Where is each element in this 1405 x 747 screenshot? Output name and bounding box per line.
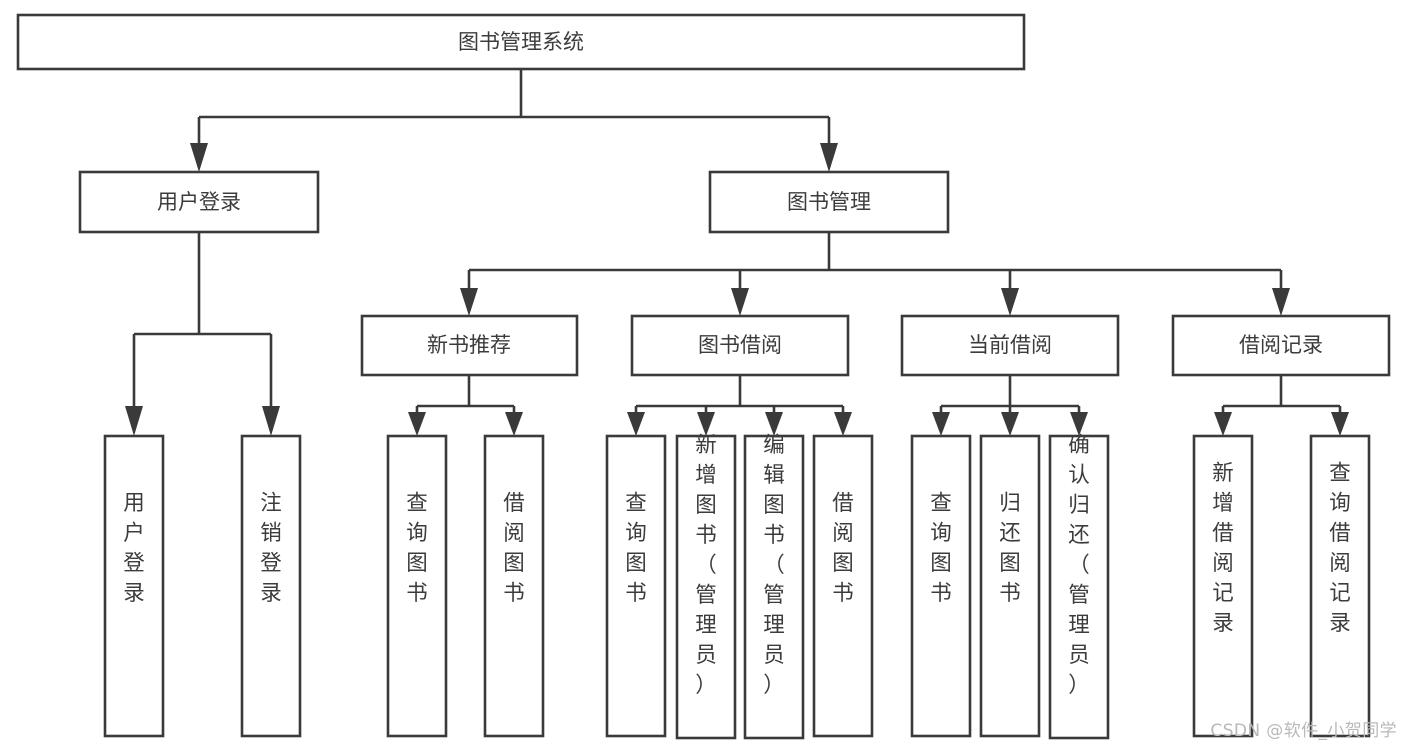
leaf-borrow-book-2[interactable]: 借阅图书: [812, 434, 874, 738]
leaf-borrow-book-1-box[interactable]: [483, 434, 545, 738]
leaf-add-book-box[interactable]: [675, 434, 737, 740]
arrow-leaf-borrow-book-1: [505, 412, 523, 436]
arrow-to-current: [1001, 288, 1019, 316]
leaf-add-book-label: 新增图书（管理员）: [695, 433, 717, 698]
leaf-query-book-2-label: 查询图书: [625, 491, 647, 606]
arrow-leaf-return-book: [1001, 412, 1019, 436]
leaf-confirm-return-label: 确认归还（管理员）: [1068, 433, 1090, 698]
node-borrow-record-label: 借阅记录: [1239, 333, 1323, 357]
node-book-borrow-box[interactable]: [630, 314, 850, 377]
node-root-label: 图书管理系统: [458, 30, 584, 54]
node-borrow-record[interactable]: 借阅记录: [1171, 314, 1391, 377]
arrow-leaf-user-login: [125, 406, 143, 436]
leaf-query-record[interactable]: 查询借阅记录: [1309, 434, 1371, 738]
arrow-to-user-login: [190, 143, 208, 172]
leaf-add-book[interactable]: 新增图书（管理员）: [675, 433, 737, 740]
leaf-query-book-3[interactable]: 查询图书: [910, 434, 972, 738]
arrow-leaf-borrow-book-2: [834, 412, 852, 436]
leaf-user-login[interactable]: 用户登录: [103, 434, 165, 738]
arrow-leaf-query-book-1: [408, 412, 426, 436]
leaf-user-login-box[interactable]: [103, 434, 165, 738]
node-new-book-recommend[interactable]: 新书推荐: [360, 314, 579, 377]
leaf-confirm-return-box[interactable]: [1048, 434, 1110, 740]
node-new-book-recommend-box[interactable]: [360, 314, 579, 377]
node-book-manage-label: 图书管理: [787, 190, 871, 214]
node-root[interactable]: 图书管理系统: [16, 13, 1026, 71]
leaf-query-book-1[interactable]: 查询图书: [386, 434, 448, 738]
node-book-borrow-label: 图书借阅: [698, 333, 782, 357]
leaf-confirm-return[interactable]: 确认归还（管理员）: [1048, 433, 1110, 740]
arrow-to-borrow: [731, 288, 749, 316]
leaf-add-record[interactable]: 新增借阅记录: [1192, 434, 1254, 738]
leaf-query-book-3-box[interactable]: [910, 434, 972, 738]
leaf-borrow-book-1[interactable]: 借阅图书: [483, 434, 545, 738]
arrow-to-record: [1272, 288, 1290, 316]
leaf-query-book-1-box[interactable]: [386, 434, 448, 738]
leaf-return-book-box[interactable]: [979, 434, 1041, 738]
node-user-login-box[interactable]: [78, 170, 320, 234]
leaf-logout-login-label: 注销登录: [260, 491, 282, 606]
arrow-leaf-query-book-2: [627, 412, 645, 436]
arrow-leaf-confirm-return: [1070, 412, 1088, 436]
node-borrow-record-box[interactable]: [1171, 314, 1391, 377]
leaf-query-book-2-box[interactable]: [605, 434, 667, 738]
leaf-borrow-book-2-label: 借阅图书: [832, 491, 854, 606]
leaf-logout-login-box[interactable]: [240, 434, 302, 738]
node-root-box[interactable]: [16, 13, 1026, 71]
node-current-borrow[interactable]: 当前借阅: [900, 314, 1120, 377]
node-user-login-label: 用户登录: [157, 190, 241, 214]
node-book-borrow[interactable]: 图书借阅: [630, 314, 850, 377]
leaf-edit-book-box[interactable]: [743, 434, 805, 740]
arrow-to-book-manage: [820, 143, 838, 172]
leaf-edit-book[interactable]: 编辑图书（管理员）: [743, 433, 805, 740]
leaf-borrow-book-1-label: 借阅图书: [503, 491, 525, 606]
leaf-return-book[interactable]: 归还图书: [979, 434, 1041, 738]
node-current-borrow-label: 当前借阅: [968, 333, 1052, 357]
leaf-query-book-1-label: 查询图书: [406, 491, 428, 606]
arrow-leaf-edit-book: [765, 412, 783, 436]
leaf-logout-login[interactable]: 注销登录: [240, 434, 302, 738]
leaf-user-login-label: 用户登录: [123, 491, 145, 606]
node-book-manage[interactable]: 图书管理: [708, 170, 950, 234]
leaf-return-book-label: 归还图书: [999, 491, 1021, 606]
arrow-leaf-add-book: [697, 412, 715, 436]
leaf-query-book-3-label: 查询图书: [930, 491, 952, 606]
edge-layer: [125, 69, 1349, 436]
leaf-add-record-label: 新增借阅记录: [1212, 461, 1234, 636]
arrow-leaf-query-book-3: [932, 412, 950, 436]
leaf-query-book-2[interactable]: 查询图书: [605, 434, 667, 738]
node-book-manage-box[interactable]: [708, 170, 950, 234]
leaf-query-record-label: 查询借阅记录: [1329, 461, 1351, 636]
leaf-edit-book-label: 编辑图书（管理员）: [763, 433, 785, 698]
arrow-leaf-logout-login: [262, 406, 280, 436]
arrow-to-recommend: [460, 288, 478, 316]
node-current-borrow-box[interactable]: [900, 314, 1120, 377]
arrow-leaf-query-record: [1331, 412, 1349, 436]
leaf-add-record-box[interactable]: [1192, 434, 1254, 738]
leaf-borrow-book-2-box[interactable]: [812, 434, 874, 738]
node-user-login[interactable]: 用户登录: [78, 170, 320, 234]
leaf-query-record-box[interactable]: [1309, 434, 1371, 738]
arrow-leaf-add-record: [1214, 412, 1232, 436]
node-new-book-recommend-label: 新书推荐: [427, 333, 511, 357]
